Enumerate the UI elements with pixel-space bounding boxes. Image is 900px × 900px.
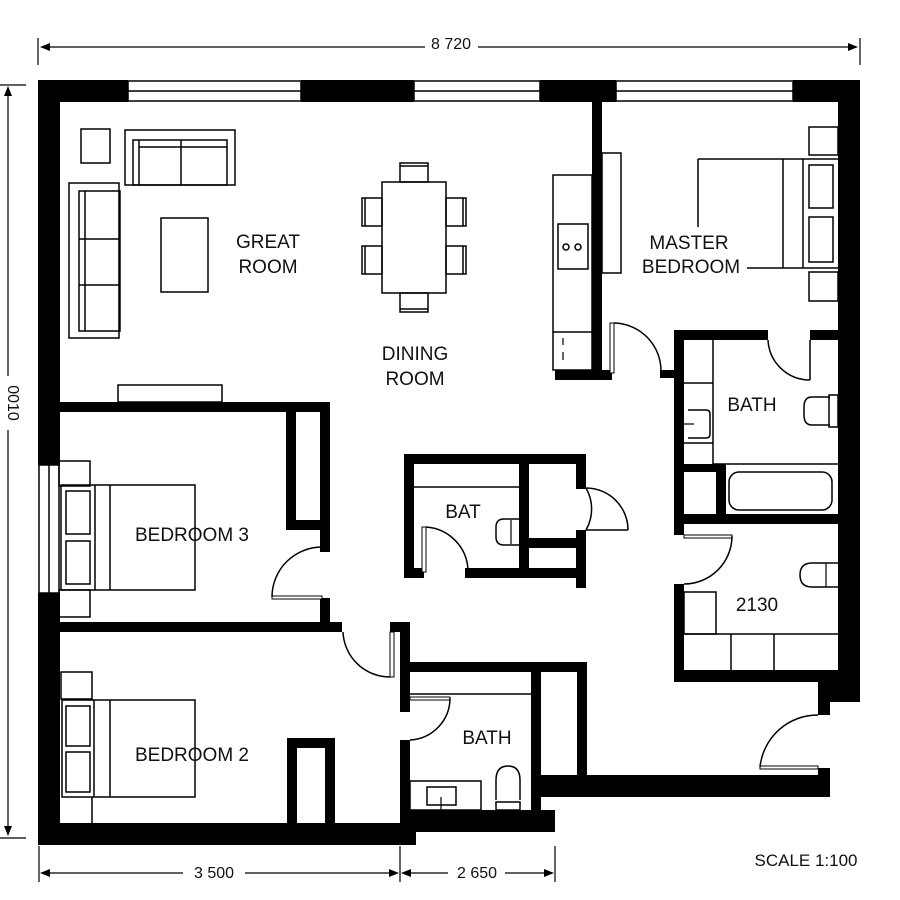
dimension-top: 8 720 bbox=[37, 36, 861, 65]
room-labels: GREAT ROOM DINING ROOM MASTER BEDROOM BA… bbox=[135, 232, 778, 766]
master-bed bbox=[697, 126, 839, 302]
arrow-left-icon bbox=[40, 43, 50, 51]
dining-table bbox=[361, 162, 467, 313]
overall-height-label: 0010 bbox=[4, 385, 21, 421]
coffee-table bbox=[160, 217, 209, 293]
nightstand bbox=[58, 589, 91, 618]
nightstand bbox=[808, 271, 839, 302]
sink-icon bbox=[688, 409, 711, 439]
master-bath-fixtures bbox=[684, 340, 839, 511]
nightstand bbox=[60, 671, 93, 700]
scale-label: SCALE 1:100 bbox=[754, 851, 857, 870]
wardrobe bbox=[601, 152, 622, 274]
dining-room-label-2: ROOM bbox=[385, 369, 444, 390]
great-room-label: GREAT bbox=[236, 232, 300, 253]
dimension-bottom: 3 500 2 650 bbox=[38, 846, 556, 882]
master-bedroom-label: MASTER bbox=[649, 233, 728, 254]
tv-unit bbox=[117, 384, 223, 403]
vanity bbox=[409, 780, 482, 811]
bedroom2-bed bbox=[60, 671, 196, 823]
nightstand bbox=[58, 460, 91, 487]
windows bbox=[38, 80, 794, 594]
arrow-right-icon bbox=[848, 43, 858, 51]
cooktop bbox=[557, 223, 589, 270]
bedroom-3-label: BEDROOM 3 bbox=[135, 525, 249, 546]
center-bath-fixtures bbox=[414, 486, 519, 546]
laundry-label: 2130 bbox=[736, 595, 778, 616]
bottom-left-dimension: 3 500 bbox=[194, 865, 234, 882]
toilet-icon bbox=[495, 518, 519, 546]
dimension-left: 0010 bbox=[0, 84, 26, 839]
bathtub-icon bbox=[728, 471, 833, 511]
sofa-top bbox=[124, 129, 236, 186]
great-room-label-2: ROOM bbox=[238, 257, 297, 278]
furniture bbox=[58, 126, 839, 823]
master-bath-label: BATH bbox=[727, 395, 776, 416]
nightstand bbox=[808, 126, 839, 156]
exterior-walls bbox=[38, 80, 860, 845]
bedroom3-bed bbox=[58, 460, 196, 618]
toilet-icon bbox=[803, 396, 830, 426]
laundry-fixtures bbox=[683, 562, 838, 672]
hall-bath-label: BATH bbox=[462, 728, 511, 749]
interior-walls bbox=[58, 100, 840, 840]
toilet-icon bbox=[799, 562, 838, 588]
side-table bbox=[80, 128, 111, 164]
arrow-up-icon bbox=[4, 86, 12, 96]
arrow-down-icon bbox=[4, 826, 12, 836]
center-bath-label: BAT bbox=[445, 502, 481, 523]
toilet-icon bbox=[495, 765, 521, 800]
kitchen-counter bbox=[552, 174, 593, 371]
dining-room-label: DINING bbox=[382, 344, 449, 365]
hall-bath-fixtures bbox=[409, 693, 531, 811]
bedroom-2-label: BEDROOM 2 bbox=[135, 745, 249, 766]
overall-width-label: 8 720 bbox=[431, 36, 471, 53]
doors bbox=[271, 322, 819, 770]
master-bedroom-label-2: BEDROOM bbox=[642, 257, 740, 278]
bottom-right-dimension: 2 650 bbox=[457, 865, 497, 882]
sofa-left bbox=[68, 182, 121, 339]
